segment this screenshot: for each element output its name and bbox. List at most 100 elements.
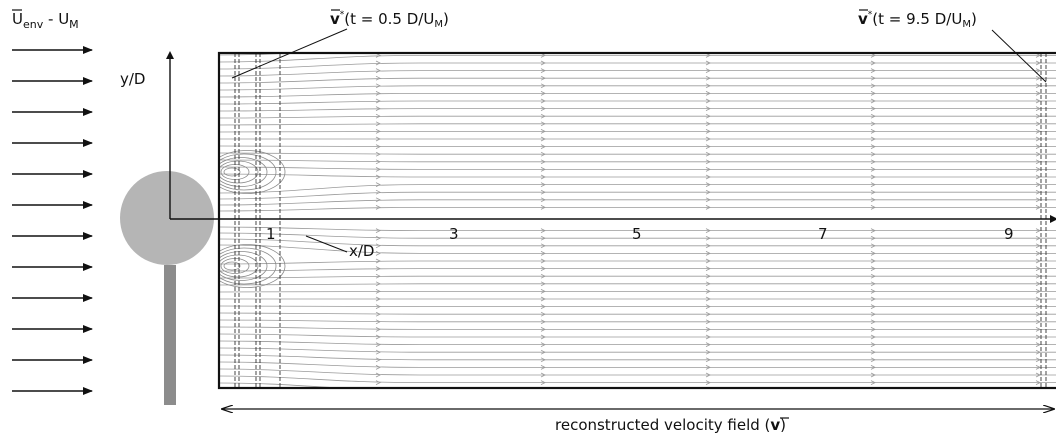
- streamline-arrow: [1035, 258, 1041, 264]
- streamline-arrow: [375, 251, 381, 256]
- recirculation-loop: [219, 150, 286, 194]
- streamline-arrow: [375, 349, 381, 355]
- streamline-arrow: [870, 258, 876, 264]
- streamline: [219, 347, 1056, 353]
- streamline-arrow: [870, 365, 876, 370]
- snapshot-end-sub: M: [962, 19, 971, 30]
- streamline-arrow: [870, 167, 876, 172]
- streamline-arrow: [375, 289, 381, 294]
- streamline-arrow: [375, 273, 381, 279]
- streamline: [219, 191, 1056, 200]
- streamline-arrow: [375, 159, 381, 165]
- freestream-label: Uenv - UM: [12, 9, 79, 31]
- y-axis-label: y/D: [120, 70, 145, 88]
- streamline: [219, 131, 1056, 133]
- streamline-arrow: [1035, 235, 1041, 241]
- streamline-arrow: [540, 136, 546, 142]
- streamline-arrow: [540, 365, 546, 370]
- snapshot-lines-start: [234, 53, 281, 388]
- streamline-arrow: [705, 334, 711, 340]
- streamline-arrow: [705, 182, 711, 187]
- streamline-arrow: [705, 349, 711, 355]
- streamline-arrow: [375, 75, 381, 81]
- snapshot-end-symbol: v: [858, 10, 868, 28]
- streamline-arrow: [870, 251, 876, 256]
- streamline-arrow: [1035, 319, 1041, 325]
- streamline: [219, 260, 1056, 265]
- streamline-arrow: [375, 334, 381, 340]
- streamline: [219, 70, 1056, 77]
- snapshot-end-close: ): [971, 10, 977, 28]
- streamline-arrow: [705, 319, 711, 325]
- streamline-arrow: [705, 296, 711, 302]
- streamline-arrow: [1035, 159, 1041, 165]
- streamline-arrow: [540, 151, 546, 157]
- streamline-arrow: [870, 304, 876, 309]
- streamline-arrow: [540, 113, 546, 119]
- streamline-arrow: [375, 372, 381, 378]
- field-caption: reconstructed velocity field (v): [555, 416, 786, 434]
- field-caption-text: reconstructed velocity field (: [555, 416, 770, 434]
- streamline-arrow: [540, 266, 546, 271]
- streamline-arrow: [1035, 281, 1041, 287]
- streamline-arrow: [1035, 266, 1041, 271]
- streamline-arrow: [375, 182, 381, 187]
- streamline-arrow: [1035, 205, 1041, 210]
- streamline-arrow: [540, 281, 546, 287]
- streamline-arrow: [705, 68, 711, 73]
- x-axis-label-pointer: [305, 235, 348, 253]
- streamline-arrow: [870, 60, 876, 66]
- field-frame: [217, 51, 1056, 390]
- streamline-arrow: [375, 311, 381, 317]
- recirculation-loop: [219, 247, 277, 285]
- streamline-arrow: [1035, 113, 1041, 119]
- flow-label-u-env: U: [12, 10, 23, 28]
- streamline: [219, 152, 1056, 155]
- streamline-arrow: [375, 167, 381, 172]
- streamline-arrow: [540, 60, 546, 66]
- x-tick-labels: 1 3 5 7 9: [266, 225, 1014, 243]
- streamline-arrow: [540, 357, 546, 363]
- cylinder-sting: [164, 265, 176, 405]
- streamline-arrow: [1035, 311, 1041, 317]
- streamline-arrow: [375, 197, 381, 203]
- streamline-arrow: [540, 258, 546, 264]
- streamline-arrow: [705, 106, 711, 111]
- streamline-arrow: [375, 266, 381, 271]
- snapshot-start-label: v*(t = 0.5 D/UM): [231, 9, 449, 79]
- recirculation-loop: [223, 167, 241, 177]
- streamline-arrow: [1035, 197, 1041, 203]
- streamline-arrow: [705, 98, 711, 104]
- streamline: [219, 275, 1056, 279]
- streamline-arrow: [870, 83, 876, 89]
- streamline-arrow: [540, 334, 546, 340]
- streamline-arrow: [1035, 91, 1041, 96]
- streamline-arrow: [375, 205, 381, 210]
- streamline-arrow: [1035, 365, 1041, 370]
- streamline-arrow: [705, 327, 711, 332]
- streamline-arrow: [705, 273, 711, 279]
- streamline-arrow: [1035, 372, 1041, 378]
- streamline-arrow: [705, 144, 711, 149]
- snapshot-start-symbol: v: [330, 10, 340, 28]
- snapshot-start-close: ): [443, 10, 449, 28]
- streamline-arrow: [870, 91, 876, 96]
- streamline-arrow: [375, 327, 381, 332]
- streamline-arrow: [540, 228, 546, 233]
- streamline: [219, 268, 1056, 272]
- streamline-arrow: [1035, 144, 1041, 149]
- streamline-arrow: [1035, 327, 1041, 332]
- streamline-arrow: [705, 174, 711, 180]
- streamline-arrow: [541, 46, 545, 50]
- streamline-arrow: [705, 258, 711, 264]
- streamline-arrow: [1035, 304, 1041, 309]
- streamline-arrow: [375, 296, 381, 302]
- streamline-arrow: [540, 311, 546, 317]
- streamline-arrow: [870, 98, 876, 104]
- field-caption-symbol: v: [770, 416, 780, 434]
- streamline-arrow: [870, 380, 876, 385]
- flow-label-env-sub: env: [23, 18, 44, 31]
- streamline-arrow: [375, 151, 381, 157]
- streamline-arrow: [1035, 151, 1041, 157]
- streamline-arrow: [1035, 83, 1041, 89]
